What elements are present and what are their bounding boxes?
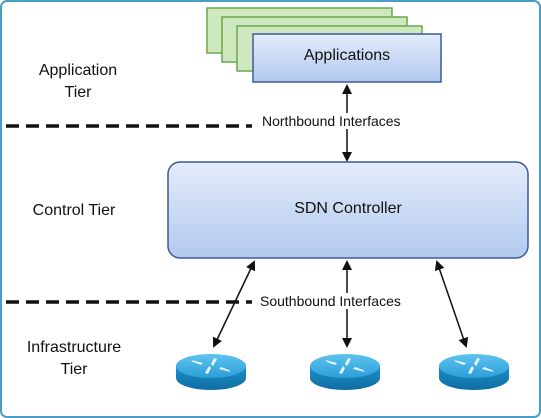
router-icon xyxy=(176,354,246,390)
infrastructure-tier-label: Infrastructure Tier xyxy=(26,339,122,378)
southbound-interfaces-label: Southbound Interfaces xyxy=(258,293,403,309)
router-icon xyxy=(439,354,509,390)
applications-stack xyxy=(206,7,442,83)
application-tier-label: Application Tier xyxy=(38,62,118,101)
northbound-interfaces-label: Northbound Interfaces xyxy=(260,113,403,129)
applications-label: Applications xyxy=(303,47,391,64)
router-icon xyxy=(310,354,380,390)
sdn-controller-label: SDN Controller xyxy=(294,200,402,217)
applications-box xyxy=(252,33,442,83)
control-tier-label: Control Tier xyxy=(32,202,116,219)
southbound-arrow-right xyxy=(434,260,469,348)
sdn-controller-box xyxy=(167,161,529,259)
southbound-arrow-left xyxy=(212,260,256,348)
